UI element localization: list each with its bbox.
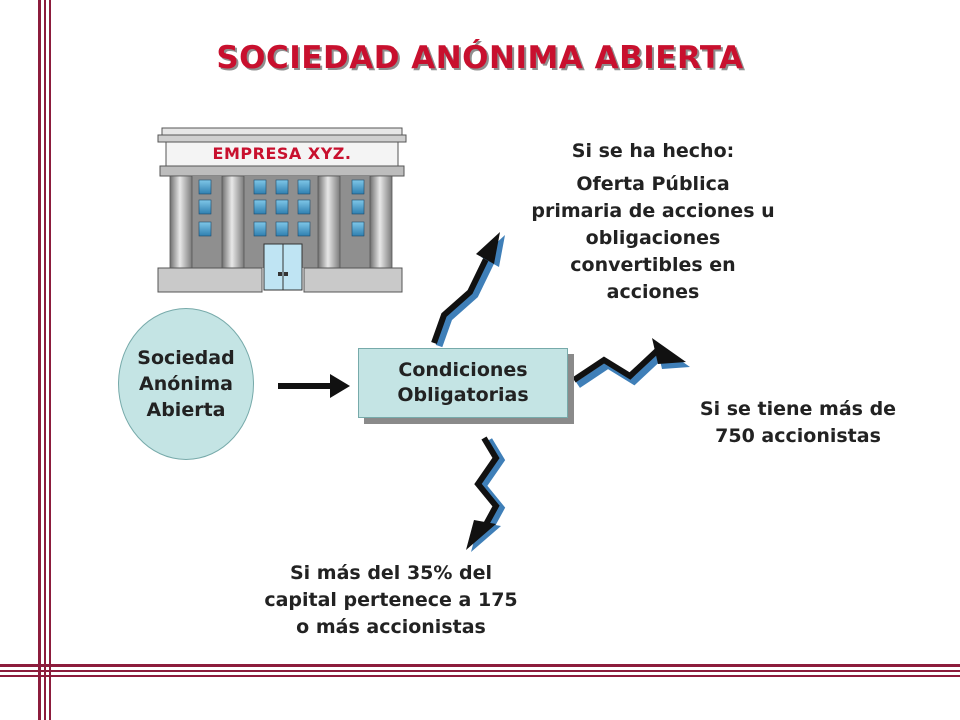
condition-offer-line-3: obligaciones — [585, 227, 721, 249]
frame-line-bottom-1 — [0, 664, 960, 667]
circle-line-2: Anónima — [139, 373, 233, 395]
condition-capital-line-2: capital pertenece a 175 — [264, 589, 518, 611]
frame-line-left-2 — [44, 0, 46, 720]
circle-line-1: Sociedad — [137, 347, 235, 369]
zigzag-arrow-capital — [466, 436, 506, 552]
condition-shareholders-line-1: Si se tiene más de — [699, 398, 897, 420]
zigzag-arrow-shareholders — [572, 338, 690, 388]
building-sign: EMPRESA XYZ. — [212, 144, 352, 163]
conditions-box: Condiciones Obligatorias — [358, 348, 568, 418]
page-title: SOCIEDAD ANÓNIMA ABIERTA — [216, 40, 744, 76]
condition-shareholders-text: Si se tiene más de 750 accionistas — [668, 396, 928, 450]
condition-offer-text: Si se ha hecho: Oferta Pública primaria … — [508, 138, 798, 306]
condition-capital-line-3: o más accionistas — [296, 616, 486, 638]
condition-shareholders-line-2: 750 accionistas — [715, 425, 881, 447]
conditions-line-2: Obligatorias — [397, 384, 529, 406]
condition-offer-line-5: acciones — [606, 281, 700, 303]
circle-line-3: Abierta — [146, 399, 226, 421]
building-illustration — [157, 127, 407, 293]
zigzag-arrow-offer — [431, 232, 505, 348]
condition-capital-line-1: Si más del 35% del — [289, 562, 493, 584]
arrow-to-conditions — [278, 374, 350, 398]
condition-offer-line-1: Oferta Pública — [576, 173, 730, 195]
condition-capital-text: Si más del 35% del capital pertenece a 1… — [236, 560, 546, 641]
frame-line-left-1 — [38, 0, 41, 720]
frame-line-left-3 — [49, 0, 51, 720]
condition-offer-heading: Si se ha hecho: — [571, 140, 735, 162]
condition-offer-line-2: primaria de acciones u — [531, 200, 775, 222]
frame-line-bottom-3 — [0, 675, 960, 677]
conditions-line-1: Condiciones — [398, 359, 528, 381]
condition-offer-line-4: convertibles en — [570, 254, 736, 276]
sociedad-circle: Sociedad Anónima Abierta — [118, 308, 254, 460]
frame-line-bottom-2 — [0, 670, 960, 672]
